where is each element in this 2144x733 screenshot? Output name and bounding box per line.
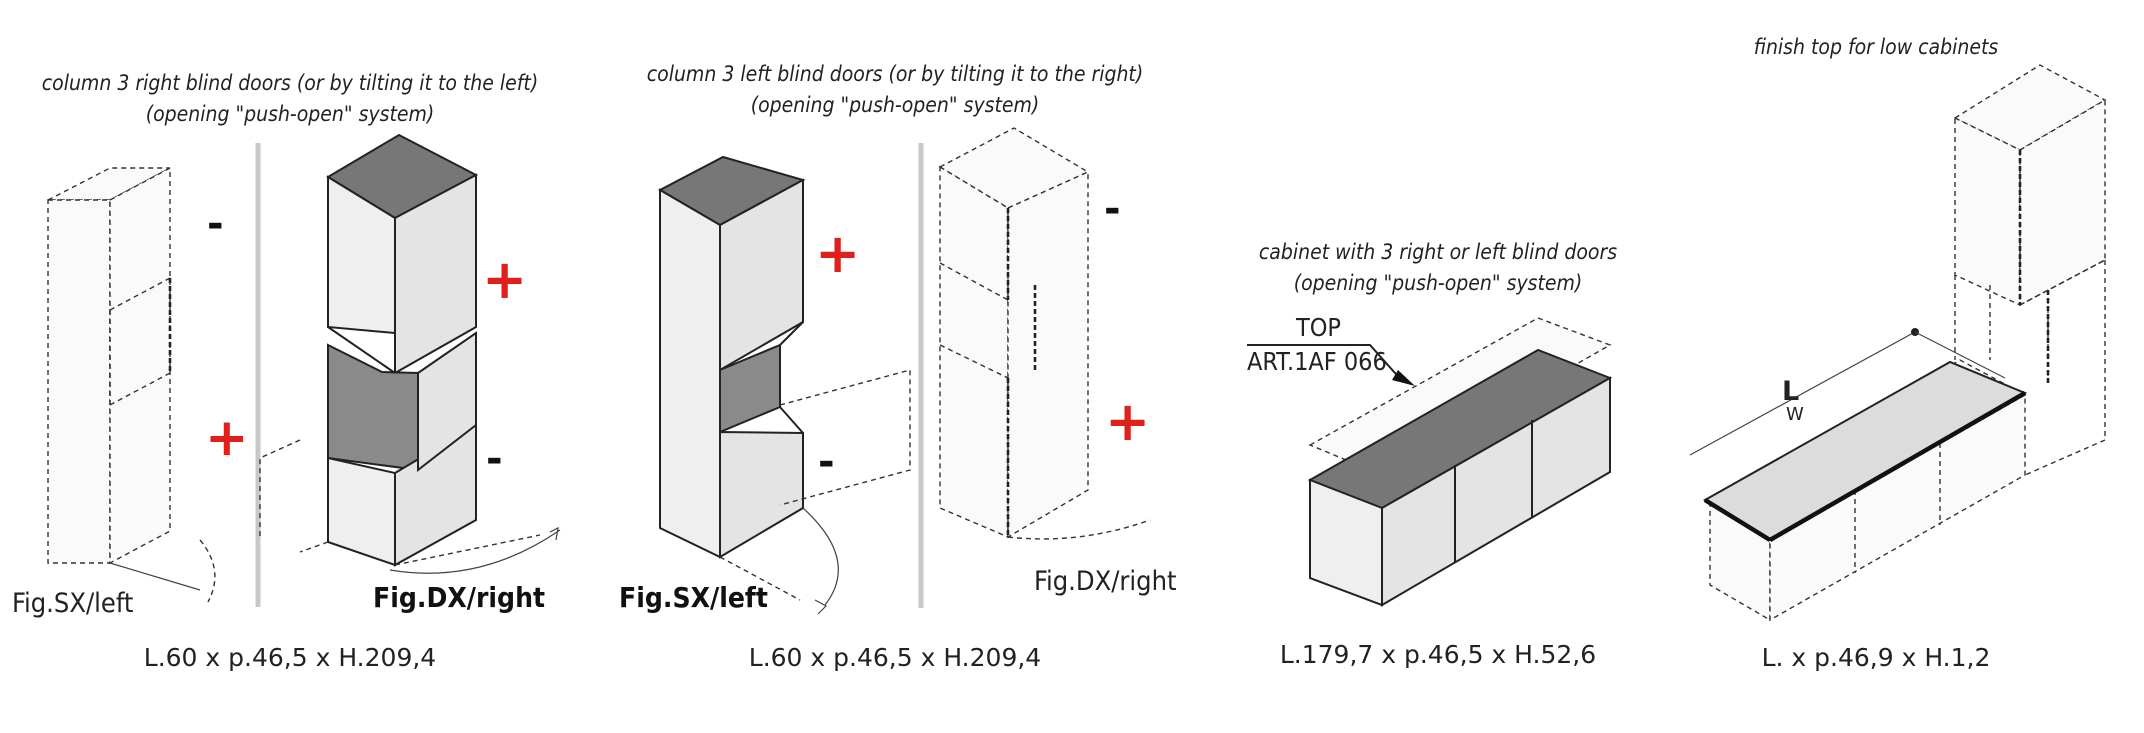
- column-ghost-right: - +: [938, 127, 1150, 540]
- panel-3-caption-line2: (opening "push-open" system): [1294, 271, 1583, 295]
- fig-right-label: Fig.DX/right: [373, 581, 545, 614]
- minus-sign: -: [486, 436, 503, 482]
- fig-left-label: Fig.SX/left: [12, 588, 133, 619]
- panel-2-caption-line2: (opening "push-open" system): [751, 93, 1040, 117]
- panel-4-dimensions: L. x p.46,9 x H.1,2: [1762, 643, 1991, 672]
- plus-sign: +: [815, 222, 860, 285]
- length-label: L: [1782, 376, 1799, 407]
- panel-1-caption-line2: (opening "push-open" system): [146, 102, 435, 126]
- low-cabinet: [1307, 317, 1613, 607]
- panel-2-caption-line1: column 3 left blind doors (or by tilting…: [647, 62, 1143, 86]
- fig-right-label: Fig.DX/right: [1034, 566, 1177, 597]
- minus-sign: -: [207, 201, 224, 247]
- column-solid-right: + -: [259, 133, 561, 574]
- panel-2-dimensions: L.60 x p.46,5 x H.209,4: [749, 643, 1041, 672]
- top-label: TOP: [1295, 313, 1341, 342]
- minus-sign: -: [1104, 186, 1121, 232]
- panel-3: cabinet with 3 right or left blind doors…: [1247, 240, 1617, 669]
- finish-top-assembly: L W: [1689, 64, 2107, 622]
- plus-sign: +: [205, 408, 249, 468]
- panel-3-dimensions: L.179,7 x p.46,5 x H.52,6: [1280, 640, 1596, 669]
- panel-2: column 3 left blind doors (or by tilting…: [619, 62, 1177, 672]
- minus-sign: -: [818, 439, 835, 485]
- column-ghost-left: - +: [47, 166, 249, 603]
- panel-1: column 3 right blind doors (or by tiltin…: [12, 71, 561, 672]
- panel-3-caption-line1: cabinet with 3 right or left blind doors: [1259, 240, 1617, 264]
- width-label: W: [1786, 404, 1804, 425]
- article-label: ART.1AF 066: [1247, 347, 1387, 376]
- column-solid-left: + -: [657, 155, 911, 615]
- panel-1-dimensions: L.60 x p.46,5 x H.209,4: [144, 643, 436, 672]
- arrow-icon: [1392, 370, 1415, 386]
- panel-4: finish top for low cabinets: [1689, 35, 2107, 672]
- fig-left-label: Fig.SX/left: [619, 581, 768, 614]
- panel-1-caption-line1: column 3 right blind doors (or by tiltin…: [42, 71, 538, 95]
- plus-sign: +: [482, 248, 527, 311]
- panel-4-caption-line1: finish top for low cabinets: [1754, 35, 1999, 59]
- plus-sign: +: [1105, 390, 1150, 453]
